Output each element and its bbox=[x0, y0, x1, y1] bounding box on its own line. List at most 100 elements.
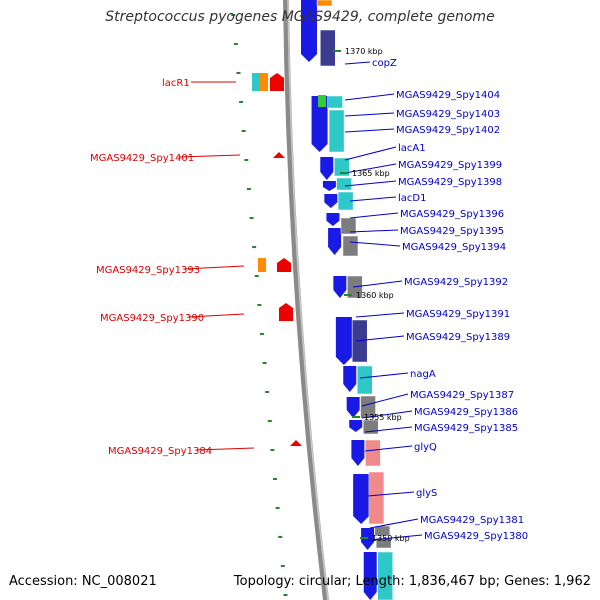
gene-label-left[interactable]: MGAS9429_Spy1390 bbox=[100, 313, 204, 324]
gene-label-right[interactable]: MGAS9429_Spy1380 bbox=[424, 531, 528, 542]
gene-label-right[interactable]: lacD1 bbox=[398, 193, 426, 204]
kbp-tick-mark bbox=[352, 416, 360, 418]
cog-block[interactable] bbox=[260, 73, 268, 91]
leader-line bbox=[352, 280, 403, 288]
leader-line bbox=[369, 518, 419, 529]
gene-label-right[interactable]: MGAS9429_Spy1402 bbox=[396, 125, 500, 136]
gene-label-right[interactable]: MGAS9429_Spy1399 bbox=[398, 160, 502, 171]
genome-backbone bbox=[283, 0, 329, 600]
kbp-tick-label: 1365 kbp bbox=[352, 169, 390, 178]
cog-block[interactable] bbox=[340, 217, 357, 235]
scale-dot bbox=[262, 362, 267, 364]
kbp-tick-mark bbox=[333, 50, 341, 52]
gene-label-left[interactable]: MGAS9429_Spy1401 bbox=[90, 153, 194, 164]
gene-label-right[interactable]: copZ bbox=[372, 58, 397, 69]
leader-line bbox=[344, 61, 371, 65]
gene-label-right[interactable]: MGAS9429_Spy1387 bbox=[410, 390, 514, 401]
scale-dot bbox=[270, 449, 275, 451]
gene-arrow-reverse[interactable] bbox=[270, 73, 284, 91]
gene-arrow[interactable] bbox=[322, 181, 336, 191]
gene-arrow[interactable] bbox=[346, 397, 360, 418]
leader-line bbox=[178, 154, 241, 158]
leader-line bbox=[364, 426, 413, 433]
gene-arrow-reverse[interactable] bbox=[273, 152, 285, 158]
genome-title: Streptococcus pyogenes MGAS9429, complet… bbox=[105, 9, 495, 25]
gene-label-left[interactable]: MGAS9429_Spy1384 bbox=[108, 446, 212, 457]
gene-arrow-reverse[interactable] bbox=[277, 258, 291, 272]
cog-block[interactable] bbox=[327, 95, 343, 109]
gene-labels: copZ MGAS9429_Spy1404MGAS9429_Spy1403MGAS… bbox=[90, 58, 528, 542]
kbp-tick-mark bbox=[360, 537, 368, 539]
gene-label-right[interactable]: MGAS9429_Spy1398 bbox=[398, 177, 502, 188]
leader-line bbox=[344, 128, 395, 133]
accession-text: Accession: NC_008021 bbox=[9, 574, 157, 589]
cog-block[interactable] bbox=[328, 109, 345, 153]
cog-block[interactable] bbox=[336, 177, 352, 191]
scale-dot bbox=[231, 14, 236, 16]
gene-label-left[interactable]: lacR1 bbox=[162, 78, 190, 89]
scale-dot bbox=[246, 188, 251, 190]
gene-label-right[interactable]: nagA bbox=[410, 369, 436, 380]
gene-label-right[interactable]: MGAS9429_Spy1394 bbox=[402, 242, 506, 253]
gene-label-right[interactable]: MGAS9429_Spy1396 bbox=[400, 209, 504, 220]
cog-block[interactable] bbox=[365, 439, 381, 467]
gene-arrow-reverse[interactable] bbox=[279, 303, 293, 321]
gene-label-right[interactable]: MGAS9429_Spy1403 bbox=[396, 109, 500, 120]
cog-block[interactable] bbox=[316, 0, 333, 7]
gene-arrow[interactable] bbox=[311, 96, 328, 152]
gene-label-left[interactable]: MGAS9429_Spy1393 bbox=[96, 265, 200, 276]
leader-line bbox=[344, 93, 395, 101]
cog-block-green[interactable] bbox=[318, 95, 326, 107]
cog-block[interactable] bbox=[357, 365, 373, 395]
gene-label-right[interactable]: glyS bbox=[416, 488, 437, 499]
gene-arrow[interactable] bbox=[363, 552, 377, 600]
label-leader-lines bbox=[178, 61, 423, 541]
cog-block[interactable] bbox=[252, 73, 260, 91]
cog-block[interactable] bbox=[320, 29, 336, 67]
gene-arrow[interactable] bbox=[324, 194, 338, 208]
leader-line bbox=[184, 265, 245, 270]
leader-line bbox=[349, 241, 401, 247]
gene-arrow[interactable] bbox=[353, 474, 370, 524]
cog-block[interactable] bbox=[342, 235, 359, 257]
gene-label-right[interactable]: MGAS9429_Spy1404 bbox=[396, 90, 500, 101]
kbp-tick-label: 1370 kbp bbox=[345, 47, 383, 56]
gene-label-right[interactable]: MGAS9429_Spy1395 bbox=[400, 226, 504, 237]
gene-arrow[interactable] bbox=[335, 317, 352, 365]
scale-dot bbox=[239, 101, 244, 103]
gene-label-right[interactable]: MGAS9429_Spy1392 bbox=[404, 277, 508, 288]
scale-dot bbox=[249, 217, 254, 219]
gene-arrow[interactable] bbox=[343, 366, 357, 392]
cog-block[interactable] bbox=[258, 258, 266, 272]
gene-label-right[interactable]: MGAS9429_Spy1381 bbox=[420, 515, 524, 526]
gene-arrow[interactable] bbox=[328, 228, 342, 255]
cog-block[interactable] bbox=[375, 537, 392, 549]
gene-arrow[interactable] bbox=[333, 276, 347, 298]
scale-dot bbox=[254, 275, 259, 277]
leader-line bbox=[349, 196, 397, 202]
cog-block[interactable] bbox=[334, 157, 350, 177]
gene-label-right[interactable]: MGAS9429_Spy1389 bbox=[406, 332, 510, 343]
gene-label-right[interactable]: MGAS9429_Spy1391 bbox=[406, 309, 510, 320]
gene-arrow[interactable] bbox=[320, 157, 334, 180]
gene-label-right[interactable]: lacA1 bbox=[398, 143, 426, 154]
leader-line bbox=[355, 312, 405, 318]
scale-dot bbox=[278, 536, 283, 538]
gene-arrow-reverse[interactable] bbox=[290, 440, 302, 446]
gene-arrow[interactable] bbox=[349, 420, 363, 432]
leader-line bbox=[344, 112, 395, 117]
genome-stats-text: Topology: circular; Length: 1,836,467 bp… bbox=[233, 574, 591, 589]
gene-label-right[interactable]: glyQ bbox=[414, 442, 437, 453]
gene-label-right[interactable]: MGAS9429_Spy1385 bbox=[414, 423, 518, 434]
cog-block[interactable] bbox=[377, 551, 393, 600]
scale-dot bbox=[280, 565, 285, 567]
cog-block[interactable] bbox=[360, 395, 376, 419]
gene-label-right[interactable]: MGAS9429_Spy1386 bbox=[414, 407, 518, 418]
gene-arrow[interactable] bbox=[326, 213, 340, 226]
scale-dot bbox=[236, 72, 241, 74]
gene-arrow[interactable] bbox=[351, 440, 365, 466]
gene-arrow[interactable] bbox=[301, 0, 317, 62]
cog-block[interactable] bbox=[368, 471, 385, 525]
